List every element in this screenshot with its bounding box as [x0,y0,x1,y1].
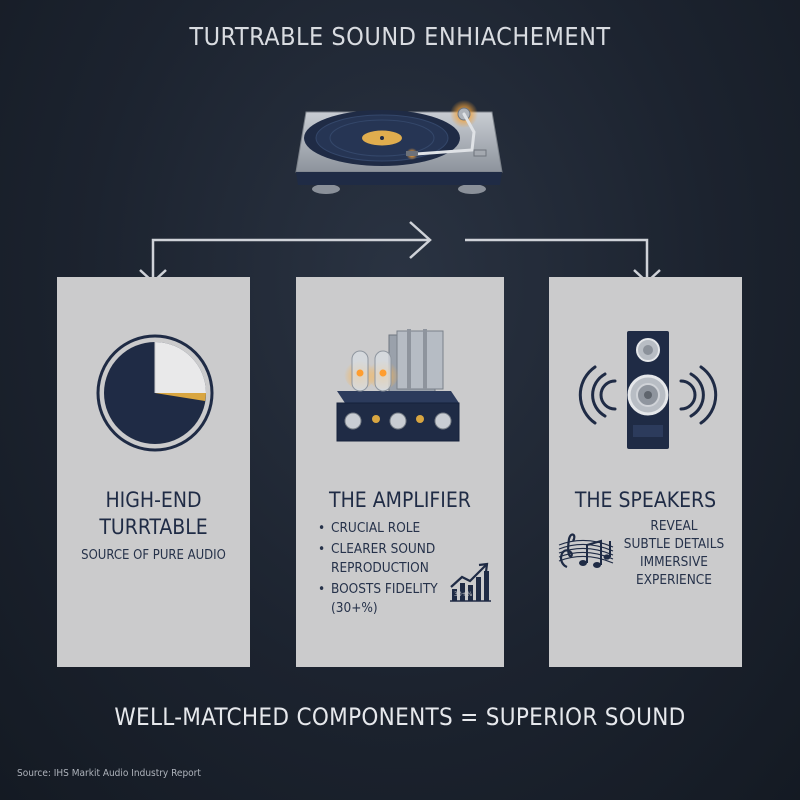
amplifier-bullet-list: CRUCIAL ROLE CLEARER SOUND REPRODUCTION … [318,519,488,620]
speakers-description: REVEAL SUBTLE DETAILS IMMERSIVE EXPERIEN… [609,517,739,589]
pie-chart-icon [96,334,214,452]
speaker-icon [578,331,718,449]
speakers-line: REVEAL [650,518,698,534]
bullet-item: BOOSTS FIDELITY (30+%) [318,580,449,618]
bullet-item: CRUCIAL ROLE [318,519,488,538]
speakers-line: IMMERSIVE EXPERIENCE [636,554,712,588]
music-notes-icon [558,533,614,569]
growth-chart-icon: 30+% [450,562,491,602]
panel-amplifier: THE AMPLIFIER CRUCIAL ROLE CLEARER SOUND… [296,277,504,667]
panel-turntable: HIGH-END TURRTABLE SOURCE OF PURE AUDIO [57,277,250,667]
panel-subtitle-turntable: SOURCE OF PURE AUDIO [81,548,226,563]
bullet-item: CLEARER SOUND REPRODUCTION [318,540,449,578]
panel-heading-turntable-line1: HIGH-END [105,488,202,512]
panel-heading-amplifier: THE AMPLIFIER [329,488,471,512]
tube-amplifier-icon [336,329,460,442]
footer-title: WELL-MATCHED COMPONENTS = SUPERIOR SOUND [114,703,686,731]
panel-heading-turntable-line2: TURRTABLE [99,515,208,539]
growth-chart-label: 30+% [454,591,473,598]
panel-heading-speakers: THE SPEAKERS [574,488,717,512]
source-note: Source: IHS Markit Audio Industry Report [17,768,201,779]
page-title: TURTRABLE SOUND ENHIACHEMENT [189,22,611,51]
panel-speakers: THE SPEAKERS REVEAL SUBTLE DETAILS IMMER… [549,277,742,667]
turntable-icon [295,100,503,194]
speakers-line: SUBTLE DETAILS [623,536,725,552]
